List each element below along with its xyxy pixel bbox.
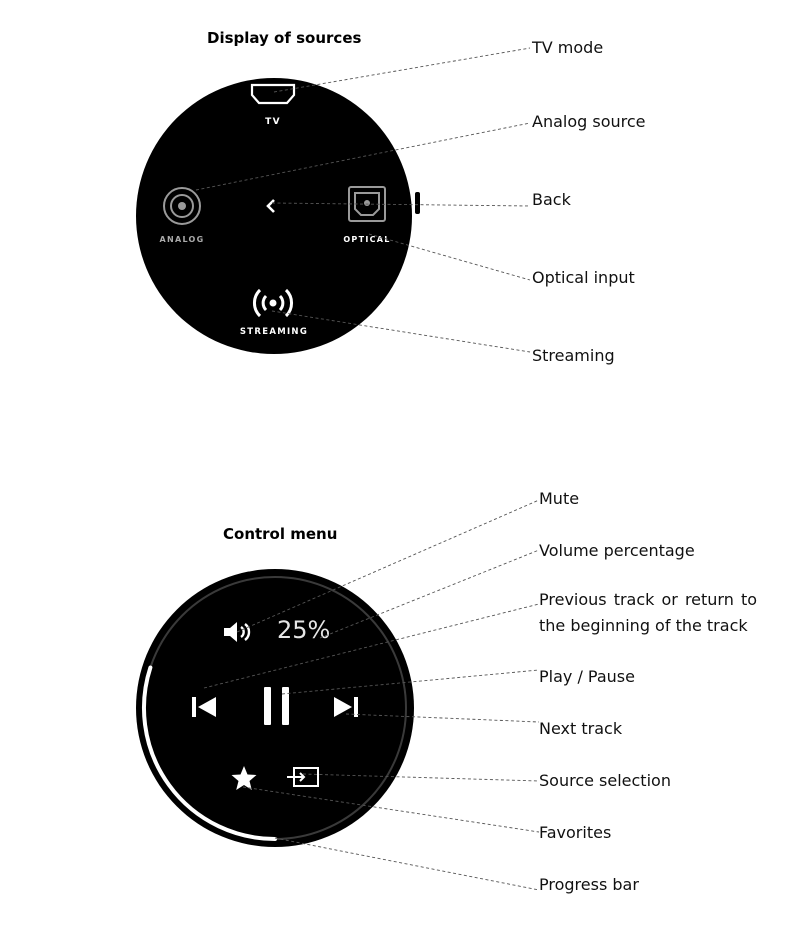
analog-icon[interactable]: [162, 186, 202, 226]
leader-tv-mode: [273, 47, 531, 93]
leader-progress-bar: [274, 837, 540, 891]
callout-source-selection: Source selection: [539, 771, 671, 790]
control-section-title: Control menu: [223, 525, 338, 543]
analog-label: ANALOG: [159, 235, 205, 244]
leader-next-track: [345, 713, 540, 723]
tv-label: TV: [265, 117, 281, 127]
leader-streaming: [271, 310, 531, 353]
leader-previous-track: [203, 603, 540, 689]
callout-volume-percentage: Volume percentage: [539, 541, 695, 560]
leader-optical-input: [368, 233, 531, 281]
pause-icon[interactable]: [262, 685, 292, 727]
hdmi-icon[interactable]: [250, 83, 296, 105]
streaming-icon[interactable]: [250, 286, 296, 320]
leader-favorites: [242, 786, 540, 833]
source-selection-icon[interactable]: [286, 765, 320, 789]
leader-back: [271, 202, 531, 207]
leader-play-pause: [281, 669, 540, 695]
leader-volume-percentage: [319, 549, 540, 639]
previous-track-icon[interactable]: [190, 695, 218, 719]
leader-mute: [236, 499, 540, 633]
favorite-star-icon[interactable]: [230, 765, 258, 791]
callout-mute: Mute: [539, 489, 580, 508]
progress-bar-arc[interactable]: [142, 665, 277, 841]
speaker-icon[interactable]: [222, 620, 252, 644]
leader-analog-source: [195, 122, 531, 191]
callout-analog-source: Analog source: [532, 112, 646, 131]
streaming-label: STREAMING: [239, 327, 309, 337]
callout-streaming: Streaming: [532, 346, 615, 365]
leader-source-selection: [302, 773, 540, 782]
next-track-icon[interactable]: [332, 695, 360, 719]
callout-play-pause: Play / Pause: [539, 667, 635, 686]
callout-progress-bar: Progress bar: [539, 875, 639, 894]
back-chevron-icon[interactable]: [264, 197, 278, 215]
control-dial: [136, 569, 414, 847]
callout-favorites: Favorites: [539, 823, 612, 842]
callout-tv-mode: TV mode: [532, 38, 604, 57]
sources-dial: [136, 78, 420, 354]
optical-label: OPTICAL: [343, 235, 391, 244]
volume-percentage: 25%: [277, 616, 331, 644]
callout-next-track: Next track: [539, 719, 623, 738]
callout-previous-track: Previous track or return to the beginnin…: [539, 590, 757, 635]
callout-back: Back: [532, 190, 571, 209]
sources-section-title: Display of sources: [207, 29, 362, 47]
callout-optical-input: Optical input: [532, 268, 635, 287]
